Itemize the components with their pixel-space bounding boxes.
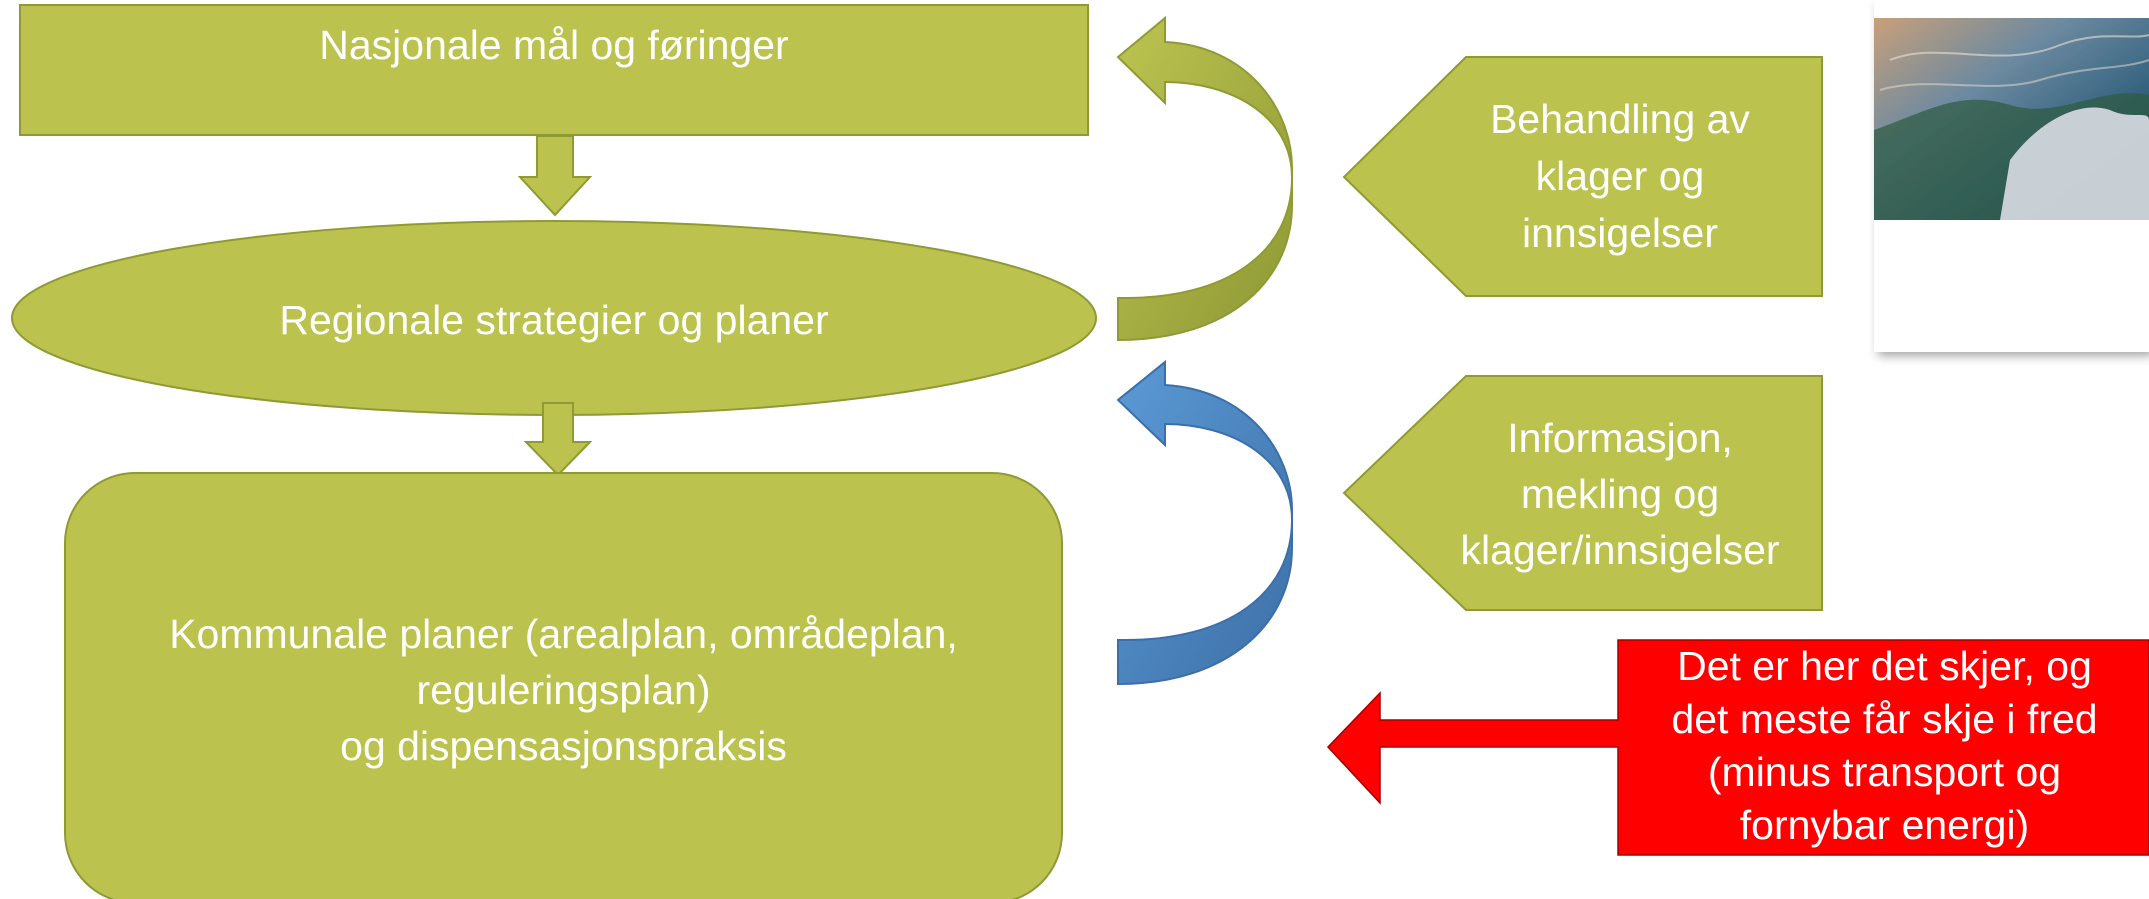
information-callout-label: Informasjon, mekling og klager/innsigels… — [1460, 415, 1780, 573]
down-arrow-icon — [517, 135, 593, 217]
regional-strategies-label: Regionale strategier og planer — [279, 296, 829, 343]
map-thumbnail-image — [1874, 0, 2149, 352]
down-arrow-icon — [523, 402, 593, 477]
curved-up-arrow-icon — [1116, 359, 1294, 686]
complaints-callout-label: Behandling av klager og innsigelser — [1490, 95, 1750, 256]
municipal-plans-label: Kommunale planer (arealplan, områdeplan,… — [169, 611, 958, 769]
municipal-plans-box — [64, 472, 1063, 899]
highlight-red-callout — [1326, 639, 2149, 856]
national-goals-box — [19, 4, 1089, 136]
highlight-callout-label: Det er her det skjer, og det meste får s… — [1671, 643, 2098, 848]
national-goals-label: Nasjonale mål og føringer — [319, 21, 789, 68]
curved-up-arrow-icon — [1116, 15, 1294, 342]
complaints-callout — [1342, 56, 1823, 297]
information-callout — [1342, 375, 1823, 611]
